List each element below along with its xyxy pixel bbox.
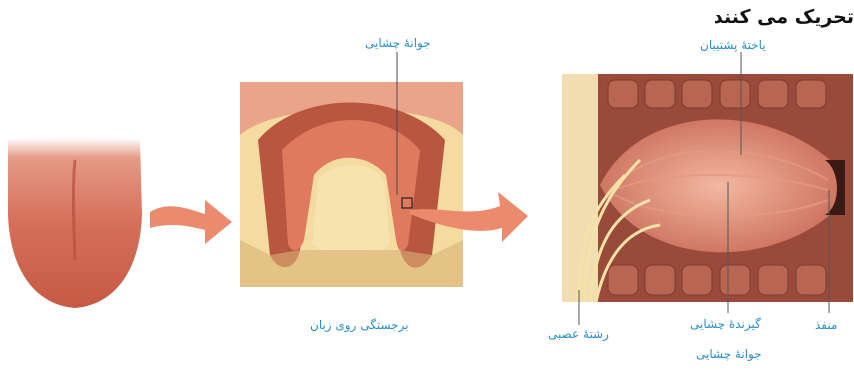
taste-bud-top-label: جوانهٔ چشایی bbox=[365, 36, 431, 50]
tongue-illustration bbox=[8, 138, 142, 308]
papilla-caption: برجستگی روی زبان bbox=[310, 318, 409, 332]
support-cell-label: یاختهٔ پشتیبان bbox=[700, 38, 766, 52]
arrow-1 bbox=[150, 200, 232, 244]
pore-label: منفذ bbox=[815, 318, 837, 332]
nerve-fiber-label: رشتهٔ عصبی bbox=[548, 327, 609, 341]
papilla-section bbox=[240, 52, 463, 287]
taste-receptor-label: گیرندهٔ چشایی bbox=[690, 317, 761, 331]
taste-bud-caption: جوانهٔ چشایی bbox=[696, 347, 762, 361]
taste-bud-section bbox=[562, 52, 853, 325]
